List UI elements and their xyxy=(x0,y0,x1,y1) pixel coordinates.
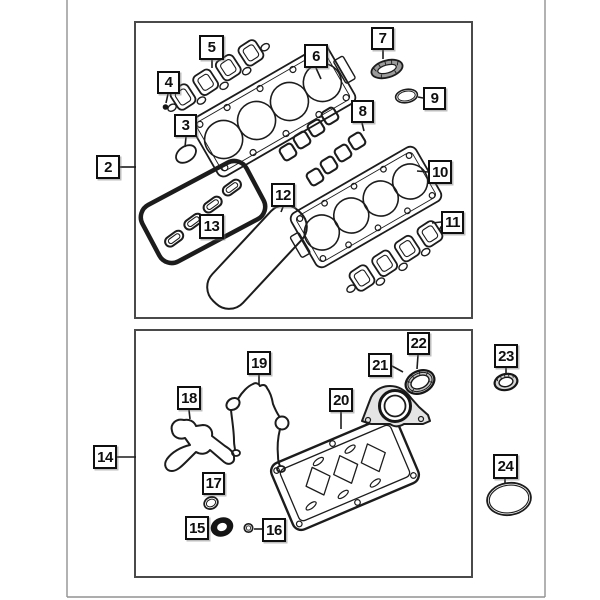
part-18-cover-gasket xyxy=(164,418,236,472)
callout-2[interactable]: 2 xyxy=(96,155,120,179)
part-24-o-ring xyxy=(486,481,532,517)
part-4-plug xyxy=(162,104,169,110)
callout-12[interactable]: 12 xyxy=(271,183,295,207)
leader-line-3 xyxy=(184,136,187,148)
callout-21[interactable]: 21 xyxy=(368,353,392,377)
leader-line-4 xyxy=(165,93,169,104)
callout-23[interactable]: 23 xyxy=(494,344,518,368)
panel-upper-gasket-panel xyxy=(134,21,473,319)
callout-4[interactable]: 4 xyxy=(157,71,180,94)
callout-24[interactable]: 24 xyxy=(493,454,518,479)
leader-line-22 xyxy=(416,354,419,370)
leader-line-11 xyxy=(431,221,442,224)
leader-line-21 xyxy=(391,365,404,373)
part-16-o-ring xyxy=(243,522,254,534)
page-frame xyxy=(66,0,546,598)
leader-line-10 xyxy=(416,170,429,173)
callout-13[interactable]: 13 xyxy=(199,214,224,239)
callout-3[interactable]: 3 xyxy=(174,114,197,137)
part-11-exhaust-manifold-gasket-lower xyxy=(346,220,450,294)
part-13-valve-cover-gasket xyxy=(138,158,268,266)
part-21-rear-seal-retainer xyxy=(361,385,431,428)
leader-line-8 xyxy=(361,122,365,132)
part-8-intake-port-gaskets xyxy=(278,106,367,187)
callout-15[interactable]: 15 xyxy=(185,516,209,540)
leader-lines xyxy=(117,50,507,530)
callout-7[interactable]: 7 xyxy=(371,27,394,50)
callout-5[interactable]: 5 xyxy=(199,35,224,60)
part-7-outlet-gasket xyxy=(370,58,404,80)
callout-8[interactable]: 8 xyxy=(351,100,374,123)
callout-18[interactable]: 18 xyxy=(177,386,201,410)
callout-14[interactable]: 14 xyxy=(93,445,117,469)
callout-10[interactable]: 10 xyxy=(428,160,452,184)
part-15-seal xyxy=(210,517,234,537)
callout-16[interactable]: 16 xyxy=(262,518,286,542)
part-5-exhaust-manifold-gasket-upper xyxy=(167,39,271,113)
callout-20[interactable]: 20 xyxy=(329,388,353,412)
part-17-o-ring xyxy=(203,496,219,510)
callout-22[interactable]: 22 xyxy=(407,332,430,355)
leader-line-9 xyxy=(417,96,424,99)
part-10-cylinder-head-gasket-right xyxy=(289,145,443,269)
leader-line-18 xyxy=(188,409,191,420)
callout-9[interactable]: 9 xyxy=(423,87,446,110)
callout-6[interactable]: 6 xyxy=(304,44,328,68)
part-12-valve-cover-gasket xyxy=(206,204,308,310)
leader-line-12 xyxy=(280,206,284,213)
part-20-oil-pan-gasket xyxy=(269,414,421,532)
panel-boxes xyxy=(134,21,473,578)
callout-19[interactable]: 19 xyxy=(247,351,271,375)
callout-17[interactable]: 17 xyxy=(202,472,225,495)
part-22-crankshaft-seal xyxy=(404,369,436,395)
leader-line-6 xyxy=(315,67,322,80)
part-19-timing-cover-gasket xyxy=(225,382,290,473)
part-3-o-ring xyxy=(175,144,197,164)
callout-11[interactable]: 11 xyxy=(441,211,464,234)
part-23-seal xyxy=(493,372,519,392)
part-9-o-ring xyxy=(394,88,419,104)
panel-lower-gasket-panel xyxy=(134,329,473,578)
